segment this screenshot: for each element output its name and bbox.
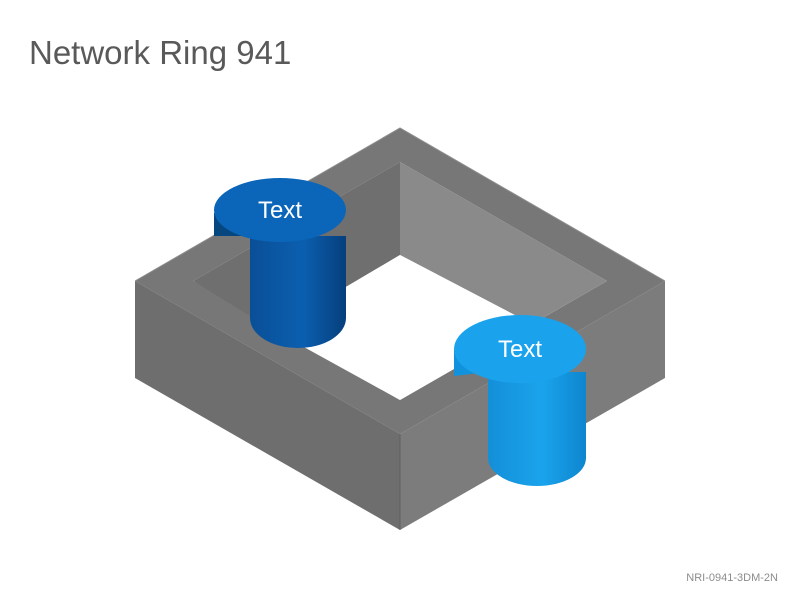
- ring-outer-wall-left: [135, 281, 400, 530]
- cylinder-1-top: [214, 178, 346, 242]
- cylinder-2-label: Text: [498, 336, 542, 363]
- ring-frame: [134, 127, 666, 530]
- ring-inner-wall-right: [400, 162, 607, 324]
- cylinder-1-label: Text: [258, 197, 302, 224]
- cylinder-node-1: Text: [214, 178, 346, 348]
- cylinder-2-top: [454, 315, 586, 383]
- page-title: Network Ring 941: [29, 34, 292, 71]
- cylinder-2-body: [488, 372, 586, 486]
- ring-opening: [273, 255, 532, 400]
- cylinder-node-2: Text: [454, 315, 586, 486]
- cylinder-1-body: [250, 236, 346, 348]
- footer-code: NRI-0941-3DM-2N: [686, 572, 778, 584]
